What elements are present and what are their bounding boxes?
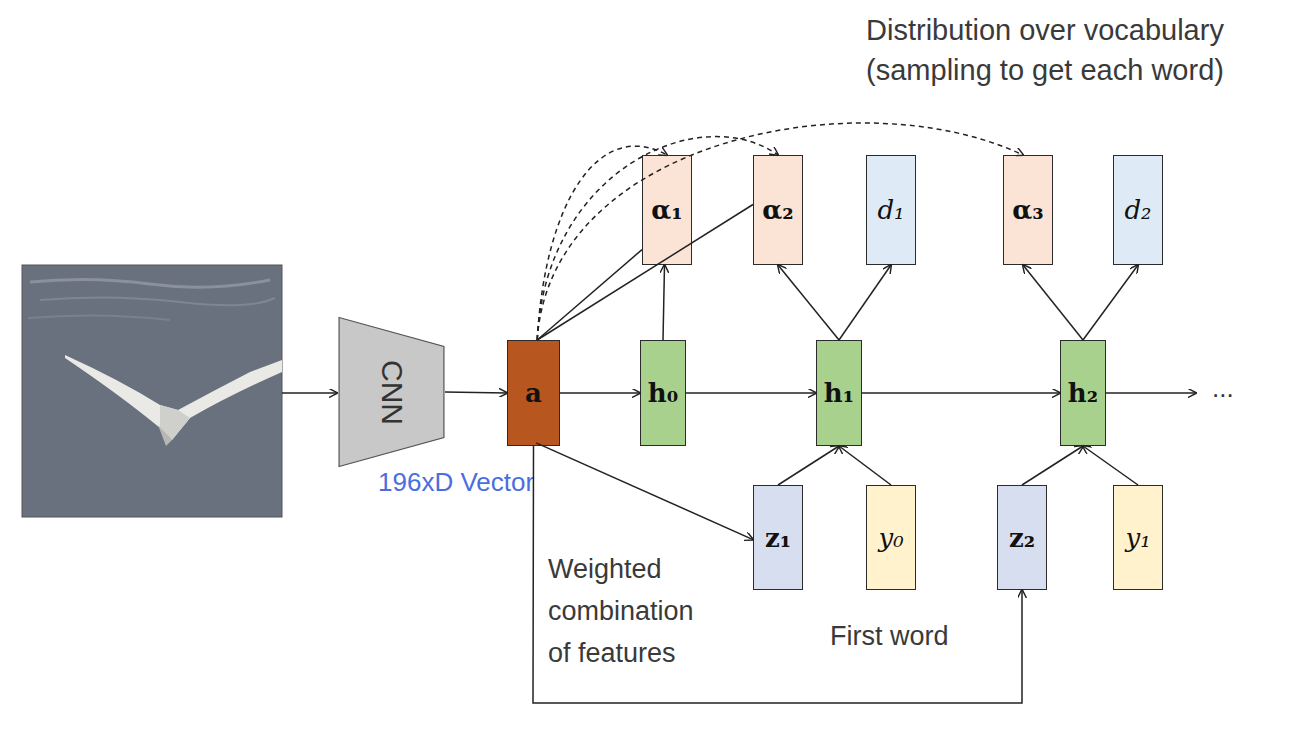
context-note: Weighted combination of features: [548, 548, 718, 674]
variable-label: d₁: [877, 195, 904, 225]
hidden-state-box: h₁: [816, 340, 862, 446]
variable-label: α₃: [1012, 195, 1043, 225]
image-arrow: [282, 392, 337, 394]
continuation-dots: ...: [1212, 372, 1272, 404]
variable-label: α₂: [762, 195, 793, 225]
connector-arrow: [778, 265, 839, 340]
connector-arrow: [1022, 446, 1083, 485]
distribution-note: Distribution over vocabulary (sampling t…: [805, 10, 1285, 90]
variable-label: y₀: [878, 523, 903, 553]
variable-label: z₁: [765, 523, 791, 553]
connector-arrow: [536, 443, 753, 540]
cnn-trapezoid: CNN: [338, 316, 445, 468]
connector-arrow: [537, 250, 642, 340]
connector-arrow: [839, 446, 891, 485]
attention-box: α₂: [753, 155, 803, 265]
connector-arrow: [533, 446, 1022, 703]
variable-label: h₂: [1068, 378, 1098, 408]
hidden-state-box: h₂: [1060, 340, 1106, 446]
connector-arrow: [686, 392, 816, 394]
connector-arrow: [560, 392, 640, 394]
word-box: y₁: [1113, 485, 1163, 590]
connector-arrow: [1083, 446, 1138, 485]
variable-label: z₂: [1009, 523, 1035, 553]
word-note: First word: [830, 618, 1030, 654]
attention-box: α₃: [1003, 155, 1053, 265]
connector-arrow: [862, 392, 1060, 394]
variable-label: y₁: [1125, 523, 1150, 553]
variable-label: α₁: [651, 195, 682, 225]
connector-arrow: [1023, 265, 1083, 340]
variable-label: d₂: [1124, 195, 1151, 225]
seagull-photo: [22, 265, 282, 517]
dimension-label: 196xD Vector: [378, 466, 618, 498]
word-box: y₀: [866, 485, 916, 590]
variable-label: h₁: [824, 378, 854, 408]
variable-label: h₀: [648, 378, 678, 408]
variable-label: a: [525, 378, 542, 408]
distribution-box: d₁: [866, 155, 916, 265]
connector-arrow: [663, 265, 665, 340]
connector-arrow: [1083, 265, 1138, 340]
distribution-box: d₂: [1113, 155, 1163, 265]
connector-arrow: [778, 446, 839, 485]
trapezoid-shape: [339, 318, 444, 467]
continuation-arrow: [1106, 392, 1196, 394]
context-box: z₁: [753, 485, 803, 590]
feature-box: a: [507, 340, 560, 446]
attention-box: α₁: [642, 155, 692, 265]
attention-arrow: [537, 137, 778, 340]
connector-arrow: [839, 265, 891, 340]
hidden-state-box: h₀: [640, 340, 686, 446]
network-label: CNN: [375, 360, 409, 425]
connector-arrow: [445, 392, 507, 393]
attention-arrow: [537, 123, 1023, 340]
context-box: z₂: [997, 485, 1047, 590]
